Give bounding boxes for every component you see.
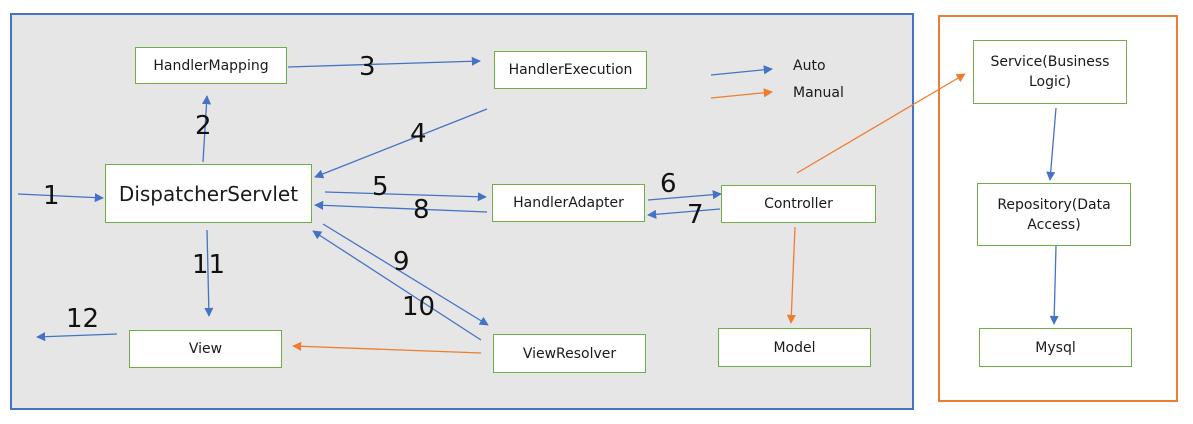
arrow-5: [324, 191, 487, 202]
step-1-label: 1: [43, 181, 60, 211]
node-view-resolver: ViewResolver: [493, 334, 646, 373]
node-mysql: Mysql: [979, 328, 1132, 367]
step-8-label: 8: [413, 195, 430, 225]
arrow-6: [647, 190, 722, 201]
arrow-12: [36, 332, 118, 342]
arrow-controller-model: [786, 226, 796, 324]
node-service: Service(Business Logic): [973, 40, 1127, 104]
arrow-repository-mysql: [1049, 245, 1059, 325]
node-handler-mapping: HandlerMapping: [135, 47, 287, 84]
arrow-7: [647, 208, 721, 219]
step-7-label: 7: [687, 200, 704, 230]
node-dispatcher-servlet: DispatcherServlet: [105, 164, 312, 223]
arrow-3: [287, 56, 481, 68]
arrow-service-repository: [1046, 107, 1057, 181]
node-repository: Repository(Data Access): [977, 183, 1131, 246]
step-3-label: 3: [359, 52, 376, 82]
arrow-4: [314, 108, 488, 179]
step-2-label: 2: [195, 111, 212, 141]
arrow-2: [201, 95, 212, 163]
step-5-label: 5: [372, 172, 389, 202]
node-model: Model: [718, 328, 871, 367]
step-4-label: 4: [410, 119, 427, 149]
step-9-label: 9: [393, 247, 410, 277]
arrow-10: [312, 230, 482, 341]
arrow-viewresolver-view: [292, 341, 482, 354]
step-11-label: 11: [192, 250, 226, 280]
legend-manual-arrow: [710, 88, 773, 99]
legend-auto: Auto: [793, 58, 826, 74]
step-6-label: 6: [660, 169, 677, 199]
legend-auto-arrow: [710, 65, 773, 76]
node-view: View: [129, 330, 282, 368]
arrow-8: [314, 200, 488, 213]
step-12-label: 12: [66, 304, 100, 334]
node-handler-execution: HandlerExecution: [494, 51, 647, 89]
arrow-controller-service: [796, 73, 966, 174]
arrow-9: [322, 223, 489, 326]
arrow-11: [204, 229, 214, 317]
arrow-1: [17, 193, 104, 203]
node-controller: Controller: [721, 185, 876, 223]
legend-manual: Manual: [793, 85, 844, 101]
node-handler-adapter: HandlerAdapter: [492, 184, 645, 222]
step-10-label: 10: [402, 292, 436, 322]
